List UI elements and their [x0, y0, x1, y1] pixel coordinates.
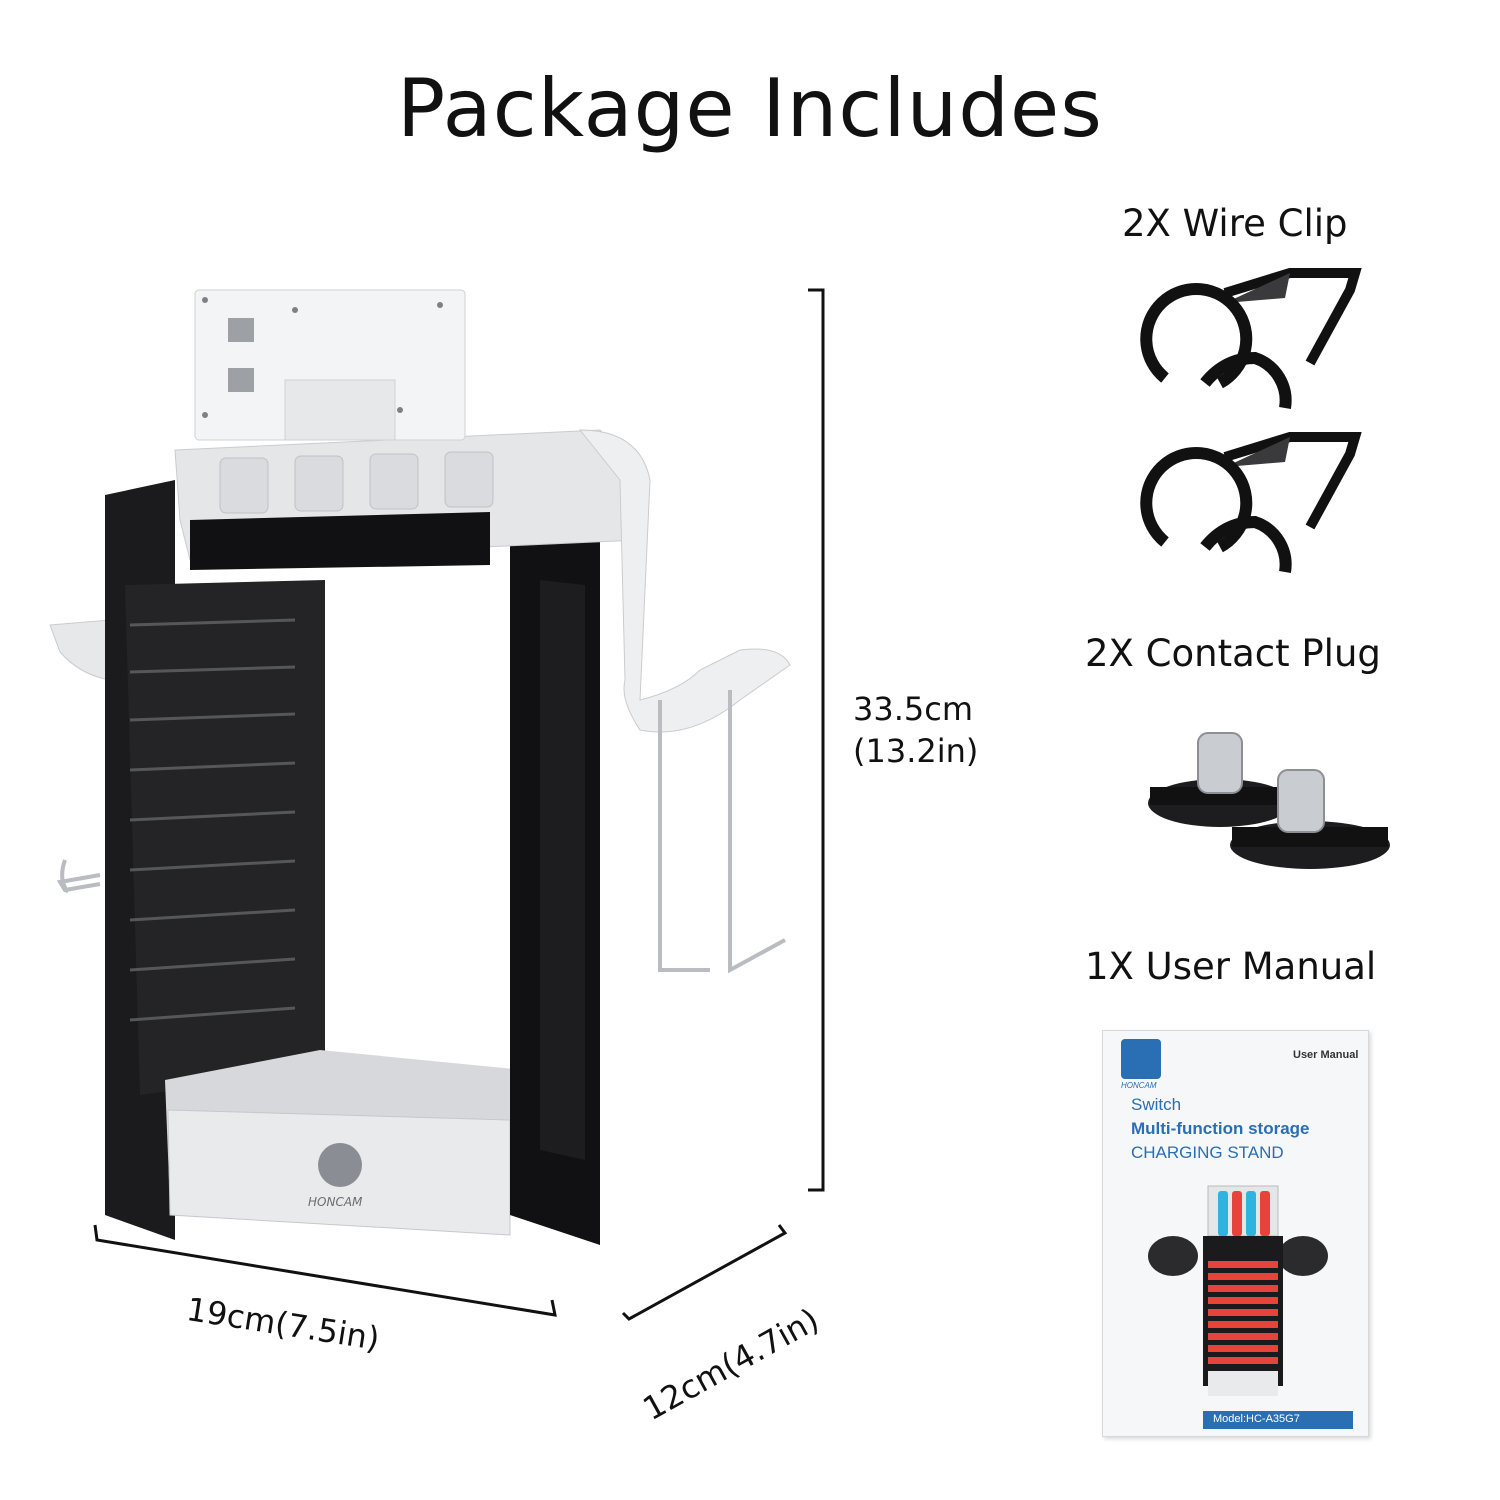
height-cm: 33.5cm: [853, 690, 974, 728]
manual-product-image: [1148, 1185, 1328, 1396]
height-dimension-line: [808, 288, 825, 1192]
wire-clip-label: 2X Wire Clip: [1122, 202, 1348, 245]
page-title: Package Includes: [397, 62, 1103, 155]
manual-line-2: Multi-function storage: [1131, 1119, 1310, 1138]
manual-logo-icon: [1121, 1039, 1161, 1079]
user-manual-booklet: HONCAM User Manual Switch Multi-function…: [1102, 1030, 1369, 1437]
depth-dimension-line: [621, 1224, 788, 1321]
manual-logo-text: HONCAM: [1121, 1081, 1157, 1090]
manual-line-1: Switch: [1131, 1095, 1182, 1114]
stand-logo: HONCAM: [308, 1195, 363, 1209]
contact-plugs: [1148, 732, 1390, 869]
height-in: (13.2in): [853, 732, 979, 770]
manual-model-bar: [1203, 1411, 1353, 1429]
wire-clip-1: [1140, 268, 1362, 409]
manual-line-3: CHARGING STAND: [1131, 1143, 1284, 1162]
manual-header: User Manual: [1293, 1049, 1359, 1061]
width-dimension-line: [93, 1224, 557, 1317]
contact-plug-label: 2X Contact Plug: [1085, 632, 1381, 675]
storage-stand-illustration: HONCAM: [49, 289, 791, 1245]
user-manual-label: 1X User Manual: [1085, 945, 1377, 988]
wire-clip-2: [1140, 432, 1362, 573]
manual-model: Model:HC-A35G7: [1213, 1413, 1300, 1425]
